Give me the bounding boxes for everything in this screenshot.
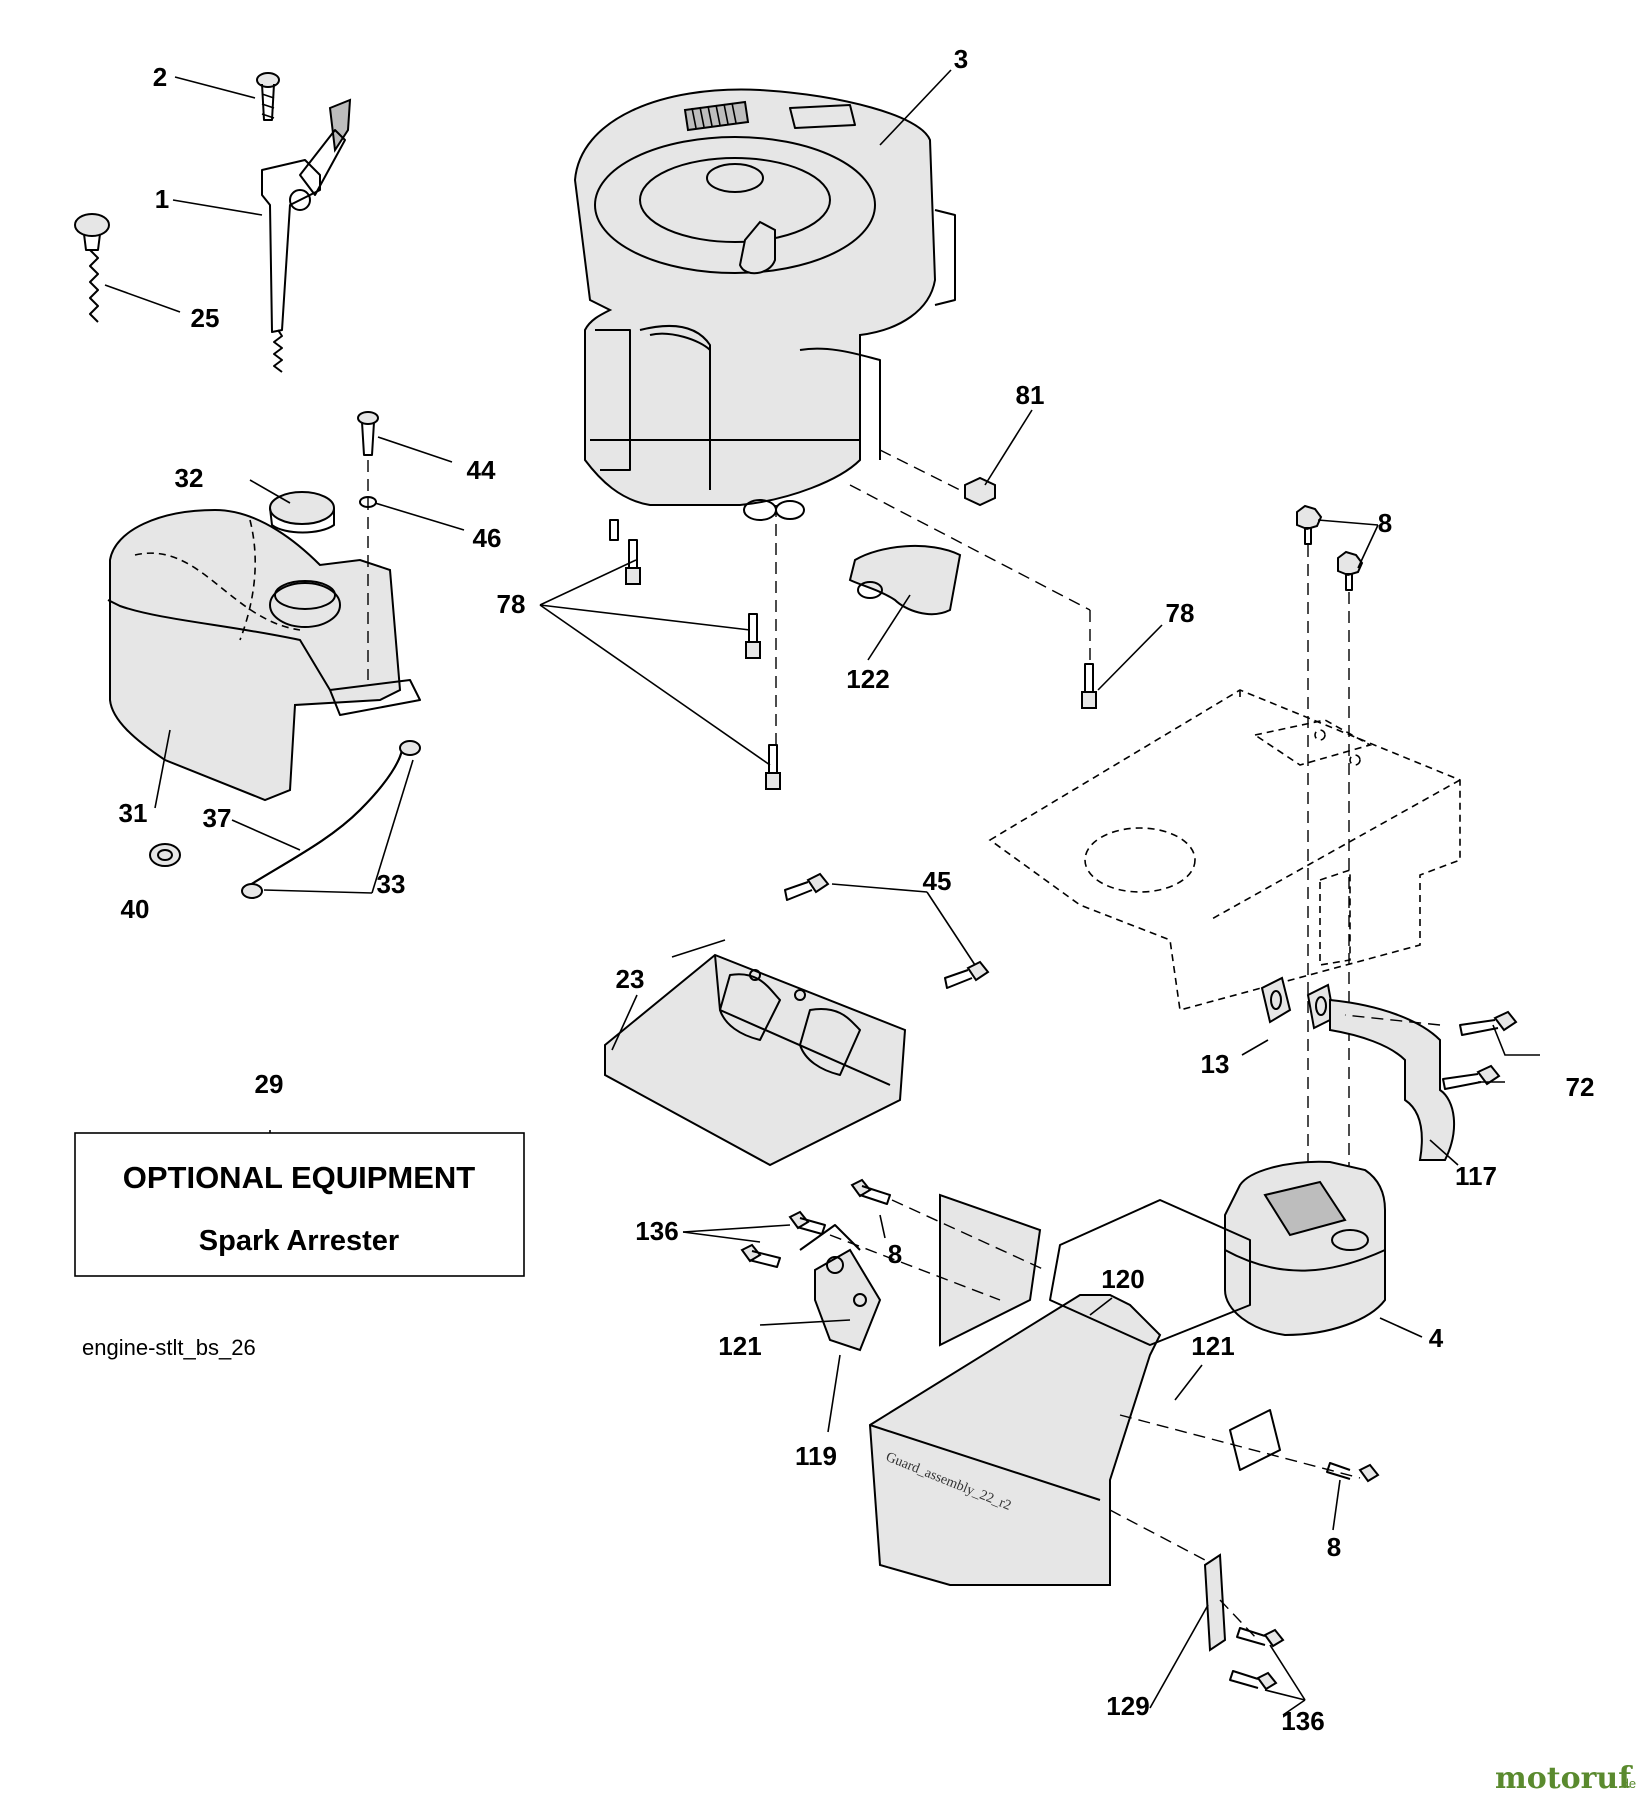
callout-129: 129 [1106,1691,1149,1721]
guard-bolt-part [740,1178,1380,1691]
callout-136-left: 136 [635,1216,678,1246]
callout-8-bracket: 8 [888,1239,902,1269]
callout-8-frame: 8 [1378,508,1392,538]
callout-136-right: 136 [1281,1706,1324,1736]
exhaust-bolt-part [1442,1010,1518,1090]
callout-46: 46 [473,523,502,553]
callout-121-left: 121 [718,1331,761,1361]
callout-119: 119 [795,1441,837,1471]
shield-bolt-part [784,872,990,989]
callout-122: 122 [846,664,889,694]
exhaust-gasket-part [1260,976,1336,1030]
muffler-part [1224,1160,1386,1337]
fuel-line-part [244,749,403,889]
frame-outline [988,689,1461,1012]
optional-equipment-box [74,1132,525,1277]
callout-32: 32 [175,463,204,493]
callout-23: 23 [616,964,645,994]
engine-nut-part [964,476,996,507]
motoruf-logo: motoruf .de [1495,1761,1636,1796]
frame-knob-part [1296,504,1364,591]
callout-13: 13 [1201,1049,1230,1079]
callout-72: 72 [1566,1072,1595,1102]
optional-equipment-title: OPTIONAL EQUIPMENT [123,1160,476,1195]
callout-25: 25 [191,303,220,333]
callout-37: 37 [203,803,232,833]
heat-shield-part [848,545,962,616]
callout-81: 81 [1016,380,1045,410]
choke-knob-part [74,213,110,323]
leader-lines [104,69,1540,1716]
guard-plate-part [1203,1553,1227,1652]
logo-tld-text: .de [1618,1776,1636,1791]
callout-4: 4 [1429,1323,1444,1353]
callout-78-right: 78 [1166,598,1195,628]
callout-3: 3 [954,44,968,74]
hose-clamp-part [241,740,421,899]
logo-brand-text: motoruf [1495,1761,1633,1796]
fuel-cap-part [269,491,335,534]
grommet-part [149,843,181,867]
engine-shield-part [604,953,907,1167]
callout-31: 31 [119,798,148,828]
diagram-reference-code: engine-stlt_bs_26 [82,1335,256,1360]
screw-part [256,72,280,121]
guard-assembly-part: Guard_assembly_22_r2 [868,1193,1281,1586]
callout-117: 117 [1455,1161,1497,1191]
callout-120: 120 [1101,1264,1144,1294]
callout-8-guard: 8 [1327,1532,1341,1562]
callout-121-right: 121 [1191,1331,1234,1361]
guard-bracket-part [799,1224,882,1352]
engine-part [573,88,956,541]
callout-78-left: 78 [497,589,526,619]
callout-29: 29 [255,1069,284,1099]
fuel-tank-part [107,508,421,802]
exhaust-pipe-part [1329,998,1456,1161]
callout-1: 1 [155,184,169,214]
callout-40: 40 [121,894,150,924]
tank-screw-part [357,411,379,508]
callout-44: 44 [467,455,496,485]
callout-45: 45 [923,866,952,896]
callout-2: 2 [153,62,167,92]
callout-labels: 1 2 3 4 8 8 8 8 13 23 25 29 31 32 33 37 … [119,44,1595,1736]
throttle-control-part [261,98,352,373]
engine-bolt-part [625,539,1097,790]
optional-equipment-subtitle: Spark Arrester [199,1225,399,1257]
callout-33: 33 [377,869,406,899]
